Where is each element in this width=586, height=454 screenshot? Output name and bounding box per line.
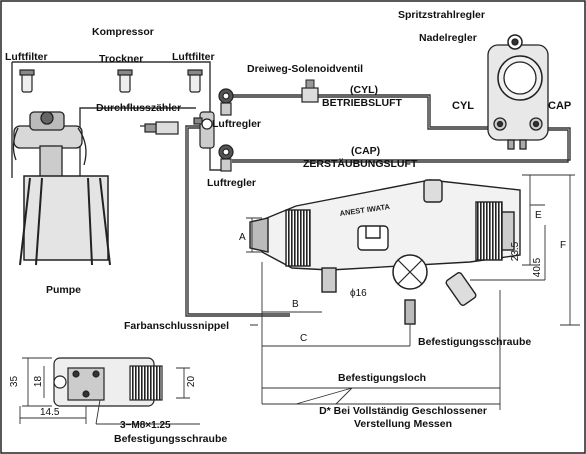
dim-20: 20	[186, 375, 198, 388]
dim-b: B	[292, 299, 299, 310]
label-cap: (CAP)	[351, 145, 381, 157]
mounting-detail	[53, 357, 163, 407]
label-betriebsluft: BETRIEBSLUFT	[322, 97, 402, 109]
label-cap-port: CAP	[548, 100, 572, 112]
label-d-note-line2: Verstellung Messen	[353, 418, 453, 430]
label-farbanschlussnippel: Farbanschlussnippel	[124, 320, 230, 332]
label-cyl-port: CYL	[452, 100, 474, 112]
mounting-dimension-lines	[19, 357, 200, 425]
dim-phi16: ϕ16	[350, 288, 367, 299]
air-filters	[19, 69, 203, 93]
gun-side-view: ANEST IWATA	[249, 179, 521, 325]
label-nadelregler: Nadelregler	[419, 32, 477, 44]
dim-f: F	[560, 240, 567, 251]
dim-18: 18	[33, 375, 45, 388]
dim-23-5: 23.5	[510, 241, 522, 262]
gun-back-view	[487, 34, 549, 150]
label-befestigungsloch: Befestigungsloch	[338, 372, 427, 384]
dimension-lines	[246, 174, 580, 410]
label-pumpe: Pumpe	[46, 284, 82, 296]
label-durchflusszaehler: Durchflusszähler	[96, 102, 182, 114]
regulators-drawing	[218, 88, 234, 172]
dim-c: C	[300, 333, 308, 344]
flow-meter-drawing	[144, 111, 215, 149]
label-spritzstrahlregler: Spritzstrahlregler	[398, 9, 485, 21]
label-luftregler-bottom: Luftregler	[207, 177, 257, 189]
label-luftfilter-left: Luftfilter	[5, 51, 48, 63]
pump-drawing	[12, 111, 111, 266]
label-d-note-line1: D* Bei Vollständig Geschlossener	[319, 405, 487, 417]
dim-14-5: 14.5	[40, 407, 60, 418]
dim-a: A	[239, 232, 246, 243]
label-trockner: Trockner	[99, 53, 144, 65]
dim-40-5: 40.5	[532, 257, 544, 278]
solenoid-valve	[301, 87, 319, 103]
label-befestigungsschraube-bottom: Befestigungsschraube	[114, 433, 228, 445]
dim-e: E	[535, 210, 542, 221]
label-luftfilter-right: Luftfilter	[172, 51, 215, 63]
label-dreiweg-solenoidventil: Dreiweg-Solenoidventil	[247, 63, 364, 75]
dim-thread: 3−M8×1.25	[120, 420, 171, 431]
label-befestigungsschraube-right: Befestigungsschraube	[418, 336, 532, 348]
label-zerstaeubungsluft: ZERSTÄUBUNGSLUFT	[303, 158, 418, 170]
label-kompressor: Kompressor	[92, 26, 154, 38]
label-luftregler-top: Luftregler	[212, 118, 262, 130]
dim-35: 35	[9, 375, 21, 388]
label-cyl: (CYL)	[350, 84, 378, 96]
